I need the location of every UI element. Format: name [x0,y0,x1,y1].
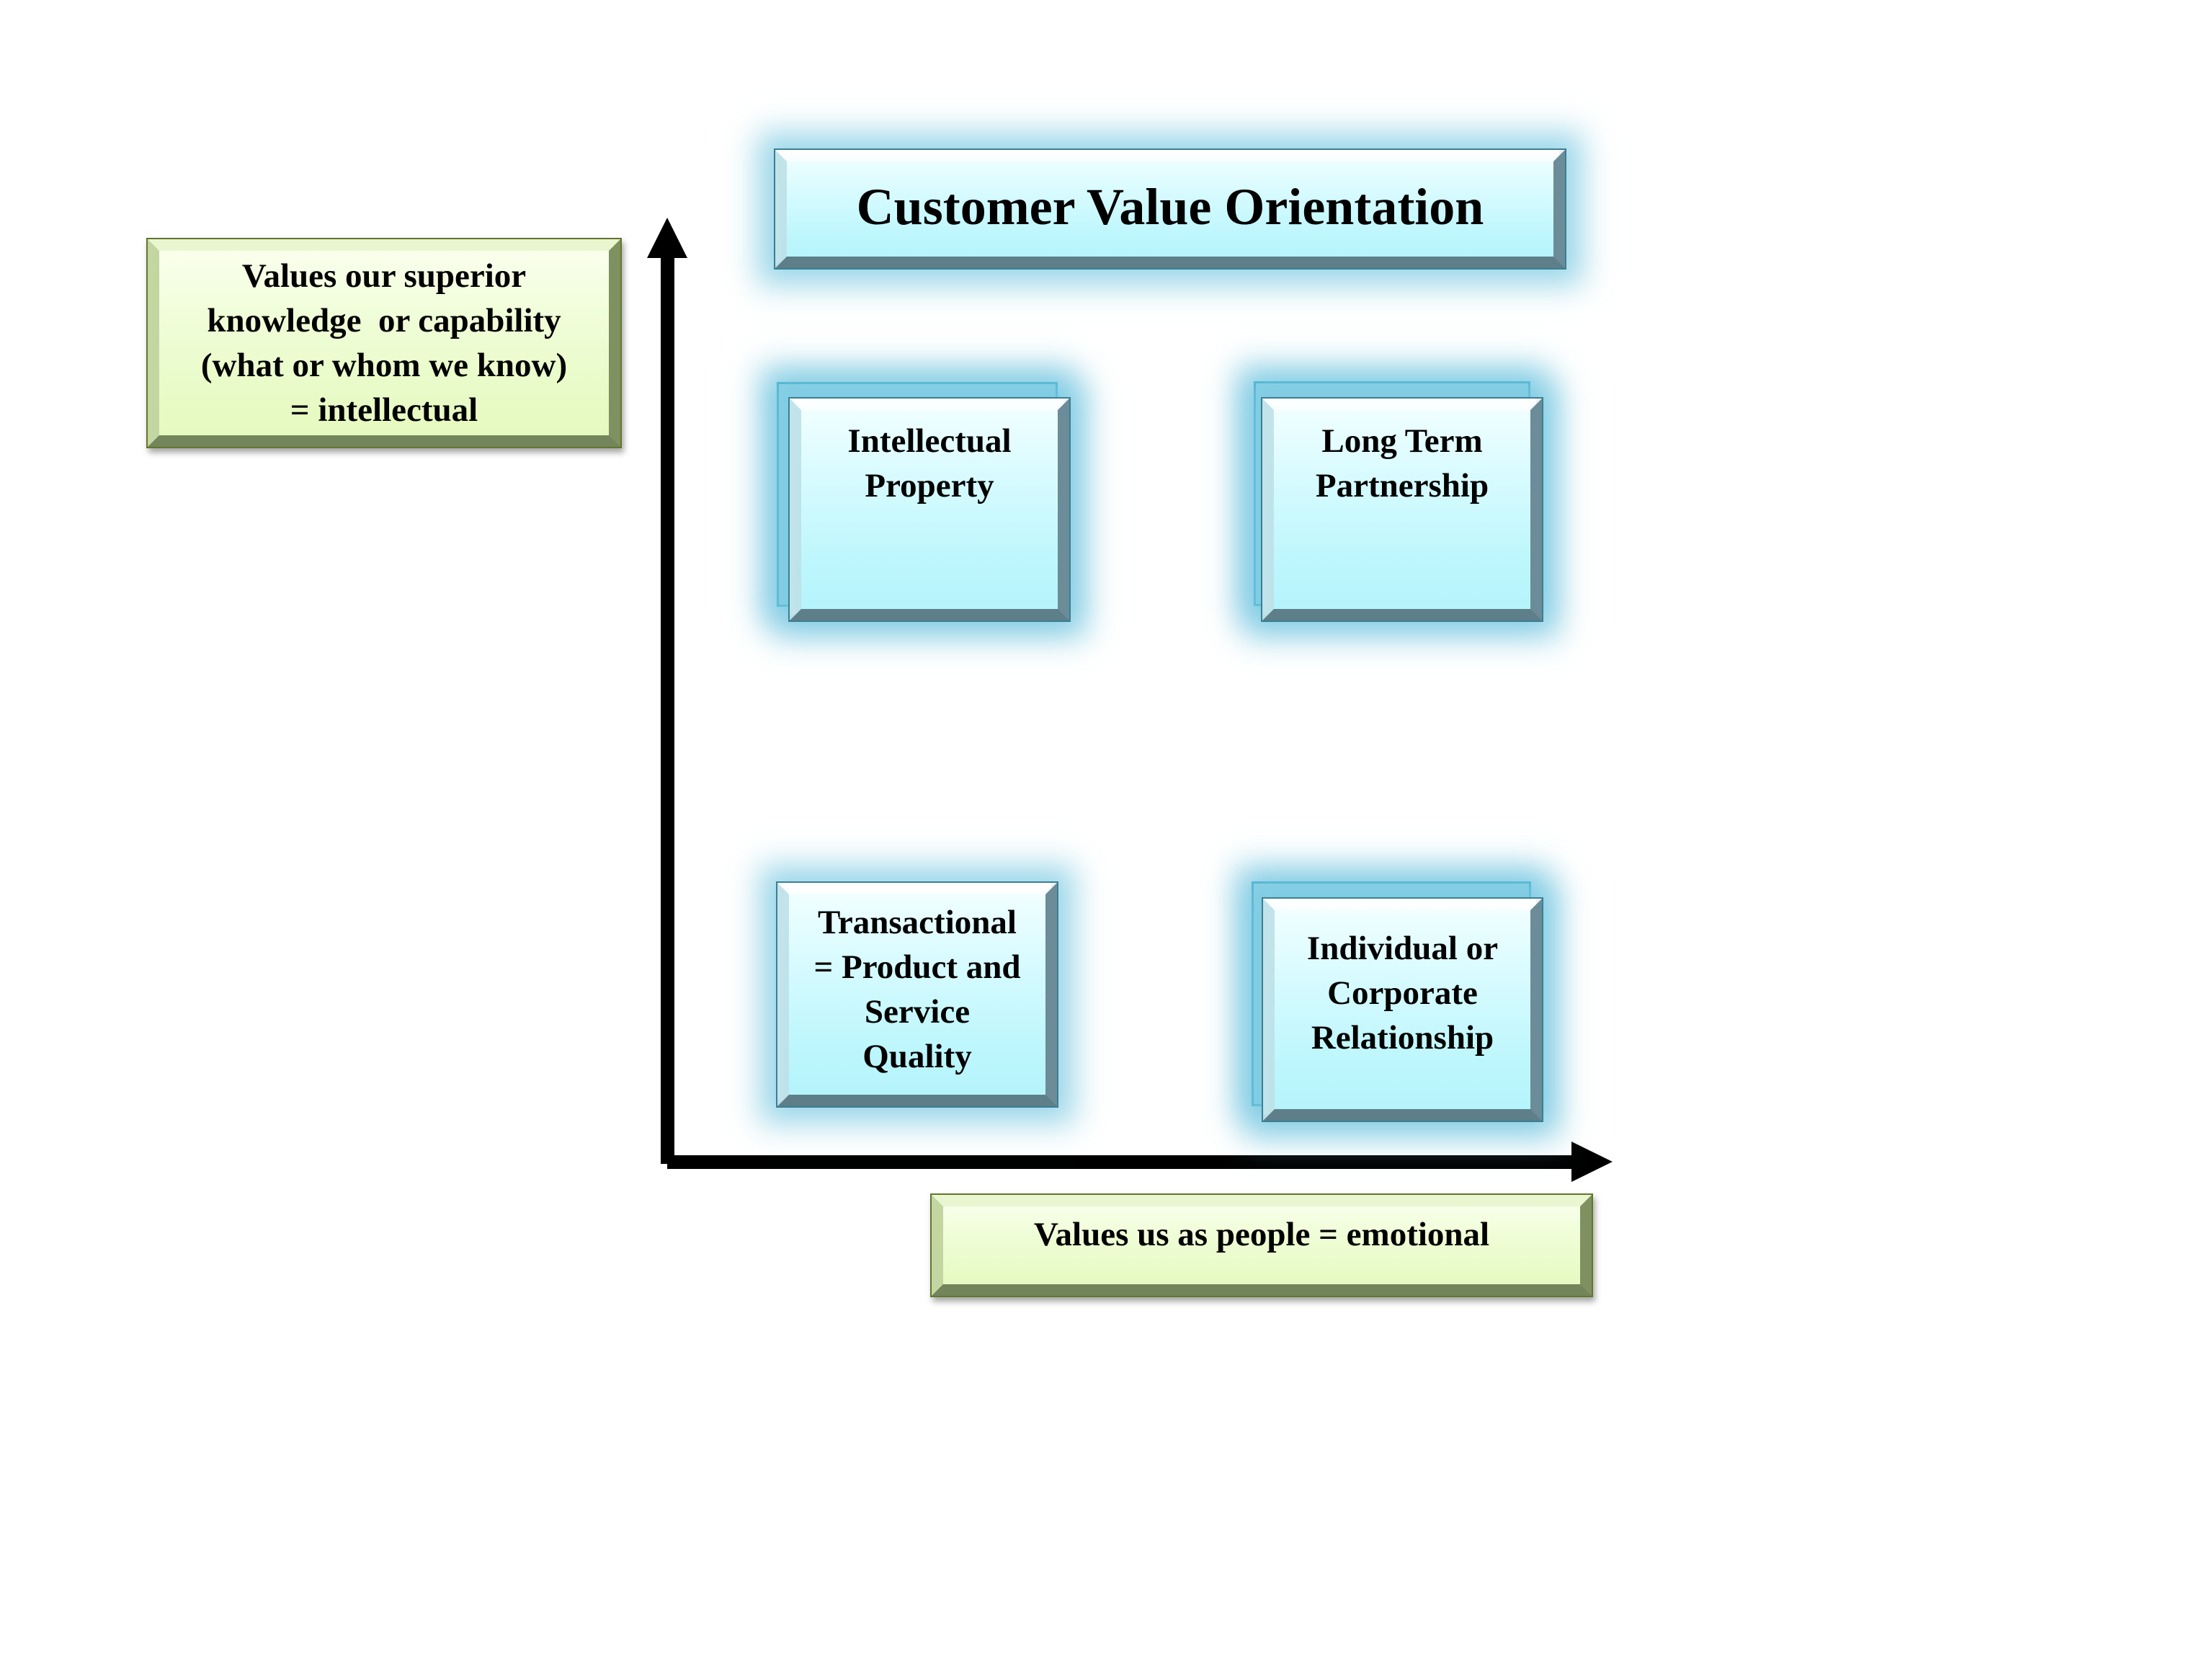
y-axis-label-line: = intellectual [290,391,478,429]
quadrant-label-line: Service [864,993,971,1031]
diagram-title: Customer Value Orientation [856,178,1484,236]
y-axis-arrowhead-icon [647,218,687,258]
y-axis-label-line: Values our superior [241,257,527,295]
quadrant-transactional: Transactional = Product and Service Qual… [776,881,1058,1108]
quadrant-label-line: Transactional [818,904,1017,941]
quadrant-label-line: Corporate [1327,974,1478,1012]
x-axis-line [667,1155,1575,1169]
x-axis-label-box: Values us as people = emotional [930,1193,1593,1297]
y-axis-line [661,252,674,1164]
quadrant-individual-corporate-relationship: Individual or Corporate Relationship [1262,897,1543,1122]
y-axis-label-box: Values our superior knowledge or capabil… [146,238,622,448]
quadrant-label-line: Intellectual [847,422,1012,460]
quadrant-long-term-partnership: Long Term Partnership [1261,397,1543,622]
y-axis-label-line: knowledge or capability [207,302,561,339]
quadrant-label-line: Partnership [1315,467,1489,504]
y-axis-label: Values our superior knowledge or capabil… [201,254,567,432]
quadrant-label-line: Quality [862,1038,972,1075]
diagram-title-box: Customer Value Orientation [774,148,1566,270]
y-axis-label-line: (what or whom we know) [200,347,568,384]
quadrant-label-line: Long Term [1321,422,1483,460]
quadrant-label: Long Term Partnership [1316,419,1489,508]
quadrant-intellectual-property: Intellectual Property [788,397,1071,622]
quadrant-label-line: = Product and [813,948,1021,986]
quadrant-label-line: Relationship [1311,1019,1494,1057]
quadrant-label: Intellectual Property [847,419,1011,508]
quadrant-label-line: Individual or [1306,930,1499,967]
x-axis-label: Values us as people = emotional [1033,1215,1490,1253]
quadrant-label: Transactional = Product and Service Qual… [813,900,1020,1079]
quadrant-label: Individual or Corporate Relationship [1307,926,1498,1060]
x-axis-arrowhead-icon [1571,1142,1613,1182]
quadrant-label-line: Property [865,467,994,504]
